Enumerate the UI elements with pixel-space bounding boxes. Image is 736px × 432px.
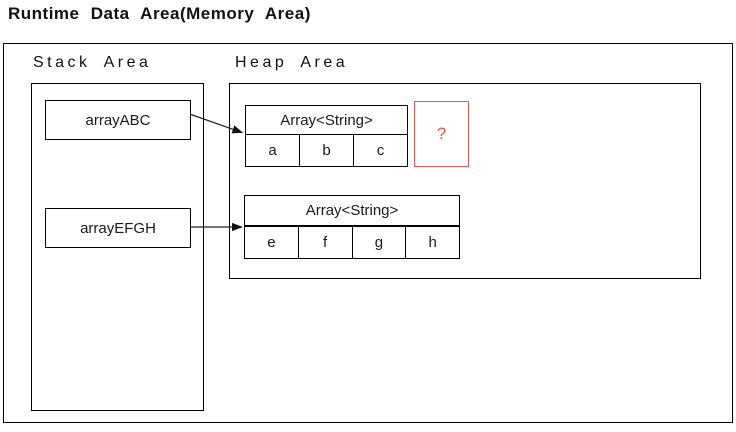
heap-array-abc-table: Array<String> a b c — [245, 105, 408, 167]
array-cell-e: e — [245, 227, 299, 258]
heap-array-efgh-table: Array<String> e f g h — [244, 195, 460, 259]
heap-area-label: Heap Area — [235, 54, 349, 71]
array-cell-g: g — [353, 227, 407, 258]
array-cell-b: b — [300, 135, 354, 166]
stack-area-label: Stack Area — [33, 54, 152, 71]
array-abc-type-header: Array<String> — [246, 106, 407, 135]
stack-variable-arrayEFGH: arrayEFGH — [45, 208, 191, 248]
heap-area-box: Array<String> a b c ? Array<String> e f … — [229, 83, 701, 279]
array-cell-h: h — [428, 234, 437, 251]
unknown-reference-box: ? — [414, 101, 469, 167]
array-efgh-elements-row: e f g h — [245, 227, 459, 258]
array-efgh-type-header: Array<String> — [245, 196, 459, 227]
stack-area-box: arrayABC arrayEFGH — [31, 83, 204, 411]
array-abc-elements-row: a b c — [246, 135, 407, 166]
array-cell-c: c — [376, 142, 385, 159]
array-cell-a: a — [246, 135, 300, 166]
runtime-data-area-box: Stack Area Heap Area arrayABC arrayEFGH … — [3, 43, 733, 423]
array-cell-f: f — [299, 227, 353, 258]
stack-variable-arrayABC: arrayABC — [45, 100, 191, 140]
diagram-title: Runtime Data Area(Memory Area) — [8, 4, 311, 23]
